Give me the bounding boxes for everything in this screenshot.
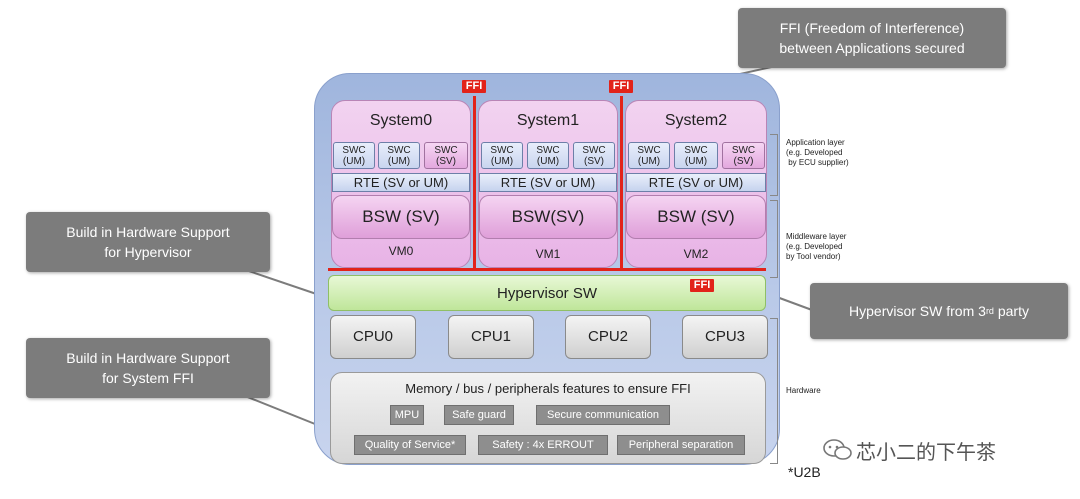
- cpu2-box: CPU2: [565, 315, 651, 359]
- ffi-callout: FFI (Freedom of Interference) between Ap…: [738, 8, 1006, 68]
- system0-title: System0: [369, 112, 433, 129]
- layer-brace: [770, 200, 778, 278]
- cpu3-box: CPU3: [682, 315, 768, 359]
- swc-box: SWC (UM): [378, 142, 420, 169]
- hardware-layer-label: Hardware: [786, 386, 821, 395]
- system-ffi-callout: Build in Hardware Support for System FFI: [26, 338, 270, 398]
- swc-box: SWC (UM): [628, 142, 670, 169]
- bsw-box: BSW(SV): [479, 195, 617, 239]
- watermark-text: 芯小二的下午茶: [856, 440, 996, 464]
- hw-feature-tag: Peripheral separation: [617, 435, 745, 455]
- vm-label: VM0: [388, 244, 414, 258]
- hypervisor-support-callout: Build in Hardware Support for Hypervisor: [26, 212, 270, 272]
- vm-label: VM2: [683, 247, 709, 261]
- bsw-box: BSW (SV): [332, 195, 470, 239]
- ffi-badge: FFI: [462, 80, 486, 93]
- wechat-icon: [822, 438, 854, 462]
- system1-title: System1: [516, 112, 580, 129]
- footnote: *U2B: [788, 464, 821, 480]
- third-party-sup: rd: [985, 306, 994, 316]
- layer-brace: [770, 318, 778, 464]
- ffi-badge: FFI: [690, 279, 714, 292]
- system2-title: System2: [664, 112, 728, 129]
- rte-bar: RTE (SV or UM): [479, 173, 617, 192]
- middleware-layer-label: Middleware layer (e.g. Developed by Tool…: [786, 232, 847, 261]
- rte-bar: RTE (SV or UM): [332, 173, 470, 192]
- hardware-title: Memory / bus / peripherals features to e…: [405, 381, 691, 396]
- layer-brace: [770, 134, 778, 196]
- swc-box-sv: SWC (SV): [722, 142, 765, 169]
- hw-feature-tag: Quality of Service*: [354, 435, 466, 455]
- swc-box: SWC (UM): [527, 142, 569, 169]
- swc-box: SWC (UM): [674, 142, 718, 169]
- ffi-separator: [473, 96, 476, 270]
- third-party-text: Hypervisor SW from 3: [849, 303, 986, 319]
- hw-feature-tag: Secure communication: [536, 405, 670, 425]
- third-party-text-tail: party: [993, 303, 1029, 319]
- hw-feature-tag: Safe guard: [444, 405, 514, 425]
- ffi-badge: FFI: [609, 80, 633, 93]
- application-layer-label: Application layer (e.g. Developed by ECU…: [786, 138, 849, 167]
- swc-box: SWC (SV): [573, 142, 615, 169]
- swc-box: SWC (UM): [333, 142, 375, 169]
- ffi-separator: [620, 96, 623, 270]
- vm-label: VM1: [535, 247, 561, 261]
- bsw-box: BSW (SV): [626, 195, 766, 239]
- cpu0-box: CPU0: [330, 315, 416, 359]
- swc-box-sv: SWC (SV): [424, 142, 468, 169]
- cpu1-box: CPU1: [448, 315, 534, 359]
- ffi-separator: [328, 268, 766, 271]
- hw-feature-tag: Safety : 4x ERROUT: [478, 435, 608, 455]
- swc-box: SWC (UM): [481, 142, 523, 169]
- rte-bar: RTE (SV or UM): [626, 173, 766, 192]
- hw-feature-tag: MPU: [390, 405, 424, 425]
